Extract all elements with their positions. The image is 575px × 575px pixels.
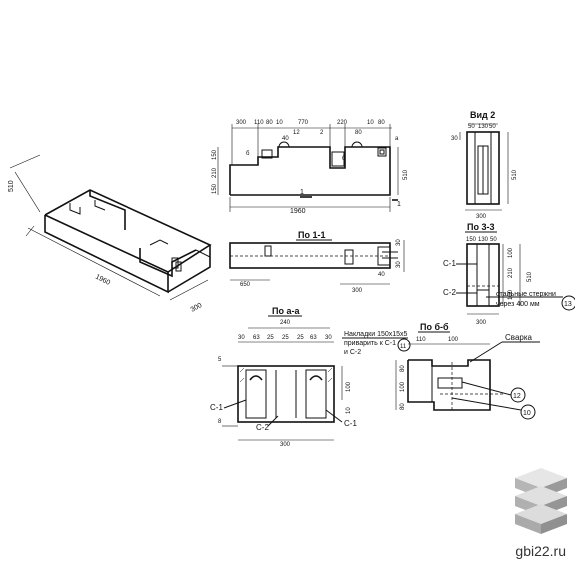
elev-small-dim-4: 2 (320, 130, 324, 136)
sa-dim-7: 30 (325, 335, 332, 341)
s33-top-dim-2: 130 (478, 237, 489, 243)
sa-label-c2: С-2 (256, 423, 269, 432)
sectionA-title: По а-а (272, 306, 300, 316)
s33-right-dim-3: 100 (508, 289, 514, 300)
elev-section-mark-2: 1 (397, 201, 401, 208)
s33-top-dim-1: 150 (466, 237, 477, 243)
sa-dim-6: 63 (310, 335, 317, 341)
sb-callout-10: 10 (523, 410, 531, 417)
elev-top-dim-5: 770 (298, 120, 309, 126)
end-view: Вид 2 50 130 50 30 510 300 (451, 110, 518, 220)
end-side-dim-2: 510 (512, 169, 518, 180)
elev-left-dim-1: 150 (212, 149, 218, 160)
sb-callout-12: 12 (513, 393, 521, 400)
elev-top-dim-3: 80 (266, 120, 273, 126)
elev-section-mark-1: 1 (300, 189, 304, 196)
plan-dim-4: 30 (396, 239, 402, 246)
elev-left-dim-2: 210 (212, 167, 218, 178)
sb-dim-1: 80 (400, 365, 406, 372)
s33-top-dim-3: 50 (490, 237, 497, 243)
sa-side-dim-2: 8 (218, 419, 222, 425)
end-view-title: Вид 2 (470, 110, 495, 120)
plan-dim-1: 650 (240, 282, 251, 288)
elev-mark-b1: б (246, 151, 250, 157)
iso-width-dim: 300 (190, 302, 204, 314)
sb-top-dim-1: 110 (416, 337, 426, 343)
sa-label-c1-left: С-1 (210, 403, 223, 412)
end-bottom-dim: 300 (476, 214, 487, 220)
elev-top-dim-7: 10 (367, 120, 374, 126)
elev-top-dim-4: 10 (276, 120, 283, 126)
s33-label-c2: С-2 (443, 288, 456, 297)
sa-note-line-3: и С-2 (344, 349, 361, 356)
elev-small-dim-3: 80 (355, 130, 362, 136)
end-top-dim-1: 50 (468, 124, 475, 130)
sb-dim-3: 80 (400, 403, 406, 410)
sa-side-dim-3: 100 (346, 381, 352, 392)
sb-top-dim-2: 100 (448, 337, 459, 343)
site-logo-icon (515, 468, 567, 534)
sa-bottom-dim: 300 (280, 442, 291, 448)
section-a-a: По а-а 240 30 63 25 25 25 63 30 С-1 С-2 … (210, 306, 411, 448)
isometric-view: 510 1960 300 (8, 154, 212, 314)
iso-length-dim: 1960 (94, 274, 111, 287)
elev-top-dim-6: 220 (337, 120, 348, 126)
sb-weld-label: Сварка (505, 333, 533, 342)
plan-title: По 1-1 (298, 230, 325, 240)
plan-dim-2: 300 (352, 288, 363, 294)
elev-small-dim-1: 40 (282, 136, 289, 142)
iso-height-dim: 510 (8, 180, 15, 192)
end-top-dim-3: 50 (489, 124, 496, 130)
plan-dim-5: 30 (396, 261, 402, 268)
sa-dim-2: 63 (253, 335, 260, 341)
sb-dim-2: 100 (400, 381, 406, 392)
sa-note-line-1: Накладки 150x15x5 (344, 331, 408, 338)
sa-callout: 11 (400, 344, 407, 350)
site-label[interactable]: gbi22.ru (515, 543, 566, 559)
end-side-dim-1: 30 (451, 136, 458, 142)
sa-dim-5: 25 (297, 335, 304, 341)
elev-mark-a: а (395, 136, 399, 142)
s33-right-dim-1: 100 (508, 247, 514, 258)
elev-small-dim-2: 12 (293, 130, 300, 136)
elev-top-dim-1: 300 (236, 120, 247, 126)
elev-bottom-dim: 1960 (290, 208, 306, 215)
elev-top-dim-8: 80 (378, 120, 385, 126)
sa-note-line-2: приварить к С-1 (344, 340, 396, 347)
section-3-3: По 3-3 150 130 50 С-1 С-2 100 210 100 51… (443, 222, 575, 326)
sa-label-c1-right: С-1 (344, 419, 357, 428)
section33-title: По 3-3 (467, 222, 494, 232)
sectionA-top-dim: 240 (280, 320, 291, 326)
s33-right-dim-2: 210 (508, 267, 514, 278)
sectionB-title: По б-б (420, 322, 449, 332)
sa-side-dim-4: 10 (346, 407, 352, 414)
sa-side-dim-1: 5 (218, 357, 222, 363)
section-b-b: По б-б 110 100 80 100 80 Сварка 12 10 (395, 322, 540, 420)
elev-left-dim-3: 150 (212, 183, 218, 194)
front-elevation: 300 110 80 10 770 220 10 80 40 12 80 2 1… (212, 120, 409, 215)
sa-dim-3: 25 (267, 335, 274, 341)
s33-label-c1: С-1 (443, 259, 456, 268)
sa-dim-4: 25 (282, 335, 289, 341)
end-top-dim-2: 130 (478, 124, 489, 130)
elev-mark-b2: б (342, 156, 346, 162)
plan-1-1: По 1-1 650 300 40 30 30 (229, 230, 405, 294)
elev-right-dim: 510 (403, 169, 409, 180)
s33-callout: 13 (564, 301, 572, 308)
s33-side-dim: 510 (527, 271, 533, 282)
s33-bottom-dim: 300 (476, 320, 487, 326)
s33-note-line-1: стальные стержни (496, 291, 556, 298)
elev-top-dim-2: 110 (254, 120, 264, 126)
plan-dim-3: 40 (378, 272, 385, 278)
sa-dim-1: 30 (238, 335, 245, 341)
s33-note-line-2: через 400 мм (496, 301, 540, 308)
